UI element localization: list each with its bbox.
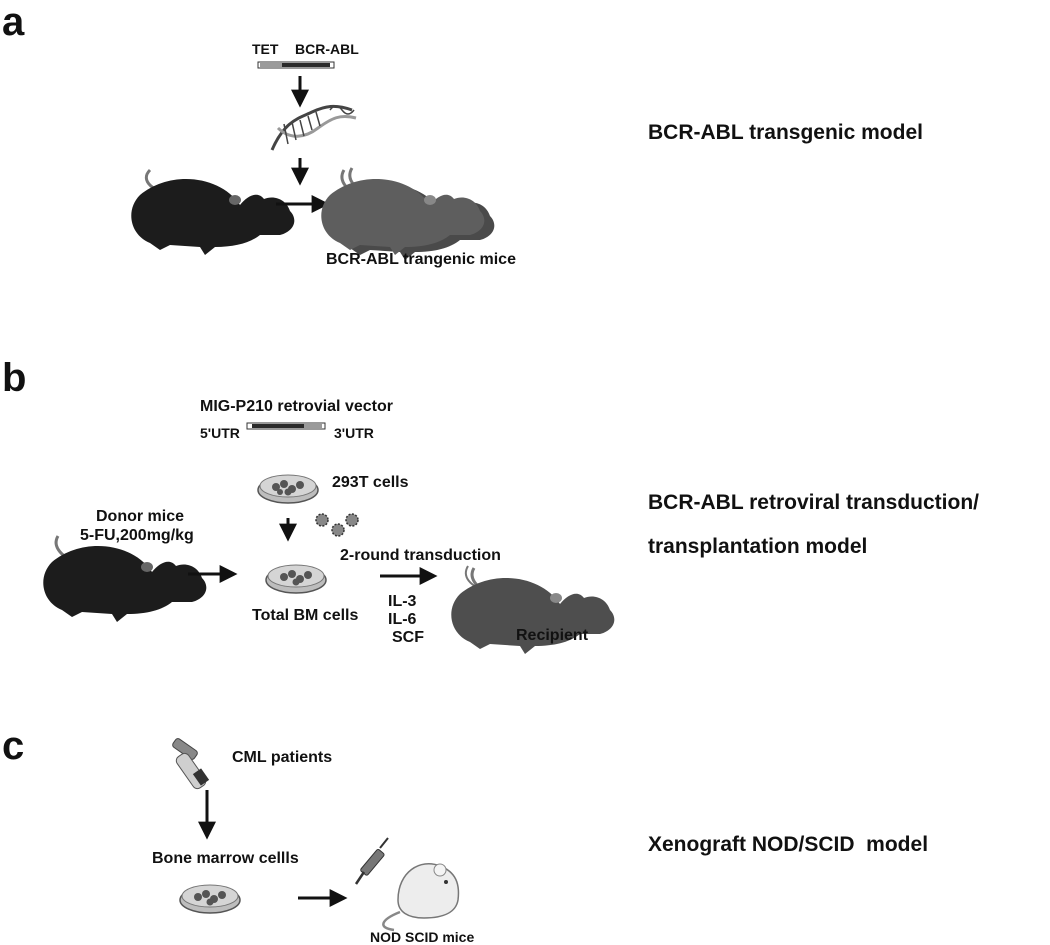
cml-patients-label: CML patients [232,749,333,766]
nod-scid-mice-label: NOD SCID mice [370,929,475,945]
donor-mouse-icon [43,535,207,622]
blood-sample-tube-icon [172,738,210,790]
transgenic-mice-icon [321,167,495,260]
petri-dish-293t-icon [257,474,319,504]
bone-marrow-cells-label: Bone marrow cellls [152,850,299,867]
panel-letter-b: b [2,356,27,400]
vector-label: MIG-P210 retrovial vector [200,398,393,415]
recipient-mouse-icon [451,565,615,654]
petri-dish-bm-icon [265,564,327,594]
virus-particles-icon [315,513,359,537]
transgenic-mice-label: BCR-ABL trangenic mice [326,251,516,268]
cells-293t-label: 293T cells [332,474,409,491]
cytokine-il6: IL-6 [388,611,417,628]
tet-bcr-abl-construct [257,61,335,69]
cytokine-scf: SCF [392,629,424,646]
retroviral-model-title-line1: BCR-ABL retroviral transduction/ [648,491,979,514]
bcr-abl-label: BCR-ABL [295,41,359,57]
bm-cells-label: Total BM cells [252,607,359,624]
syringe-icon [354,837,389,885]
mig-p210-vector-construct [246,422,326,430]
utr3-label: 3'UTR [334,425,374,441]
petri-dish-patient-bm-icon [179,884,241,914]
nod-scid-mouse-icon [382,863,460,932]
transgenic-model-title: BCR-ABL transgenic model [648,121,923,144]
xenograft-model-title: Xenograft NOD/SCID model [648,833,929,856]
cytokine-il3: IL-3 [388,593,417,610]
dna-helix-icon [270,104,357,151]
retroviral-model-title-line2: transplantation model [648,535,868,558]
panel-letter-a: a [2,0,25,44]
tet-label: TET [252,41,279,57]
utr5-label: 5'UTR [200,425,240,441]
panel-letter-c: c [2,724,25,768]
recipient-label: Recipient [516,627,589,644]
wildtype-mouse-icon [131,168,295,255]
donor-mice-label: Donor mice [96,508,185,525]
donor-dose-label: 5-FU,200mg/kg [80,527,194,544]
transduction-label: 2-round transduction [340,547,501,564]
